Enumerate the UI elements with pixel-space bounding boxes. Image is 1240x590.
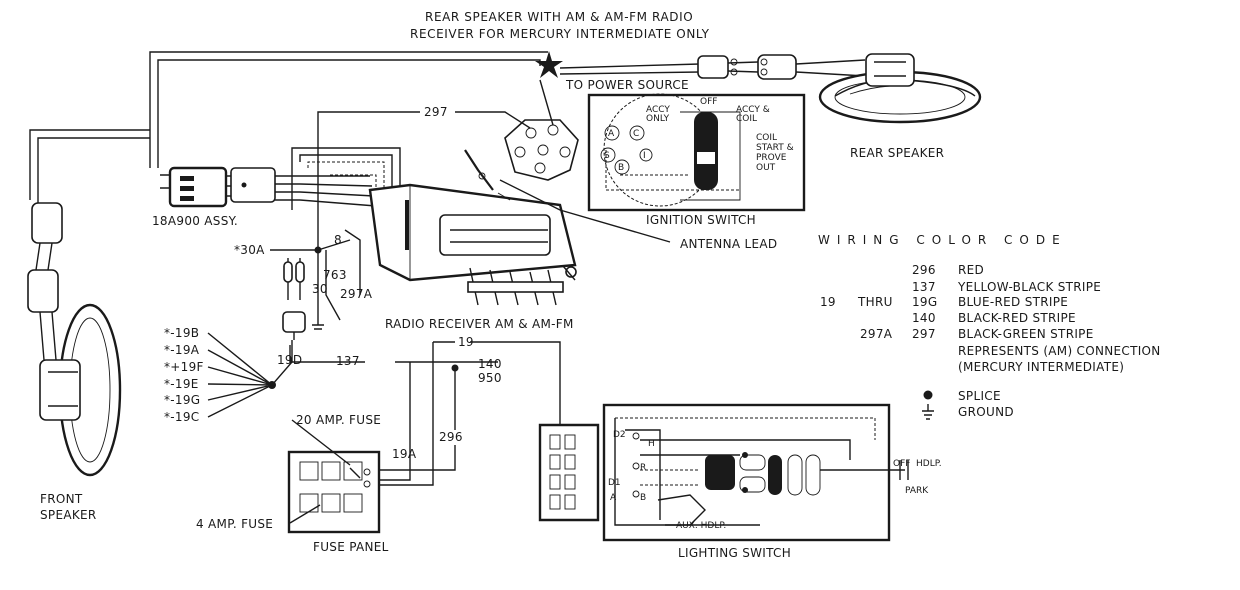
circuit-19a-label: *-19A xyxy=(164,343,200,357)
ignition-switch: S B A C I OFF ACCY ONLY ACCY & COIL COIL… xyxy=(587,93,806,212)
ign-terminal-c: C xyxy=(633,129,639,139)
feed-wires xyxy=(312,341,561,486)
cc-note-1: REPRESENTS (AM) CONNECTION xyxy=(958,344,1161,358)
lighting-connector xyxy=(538,423,600,522)
wire-297a-label: 297A xyxy=(340,287,373,301)
ign-terminal-i: I xyxy=(643,151,646,161)
ign-accy-only-label-1: ACCY xyxy=(646,105,670,115)
ign-terminal-b: B xyxy=(618,163,624,173)
ls-d1-label: D1 xyxy=(608,478,621,488)
wire-8-label: 8 xyxy=(334,233,342,247)
wire-137-label: 137 xyxy=(336,354,360,368)
radio-power-wires xyxy=(270,205,361,330)
ls-aux-hdlp-label: AUX. HDLP. xyxy=(676,521,726,531)
fuse-4-label: 4 AMP. FUSE xyxy=(196,517,273,531)
lighting-switch-label: LIGHTING SWITCH xyxy=(678,546,791,560)
assy-label: 18A900 ASSY. xyxy=(152,214,238,228)
ign-coil-label-1: COIL xyxy=(756,133,777,143)
cc-row5-to: 297 xyxy=(912,327,936,341)
diagram-title-line-1: REAR SPEAKER WITH AM & AM-FM RADIO xyxy=(425,10,693,24)
wire-297-label: 297 xyxy=(424,105,448,119)
rear-speaker xyxy=(818,53,982,124)
cc-row2-to: 137 xyxy=(912,280,936,294)
ignition-switch-label: IGNITION SWITCH xyxy=(646,213,756,227)
ign-accy-only-label-2: ONLY xyxy=(646,114,670,124)
ign-coil-label-2: START & xyxy=(756,143,794,153)
cc-row4-to: 140 xyxy=(912,311,936,325)
cc-row1-color: RED xyxy=(958,263,984,277)
rear-speaker-harness xyxy=(29,51,866,205)
antenna-lead-label: ANTENNA LEAD xyxy=(680,237,777,251)
circuit-19e-label: *-19E xyxy=(164,377,199,391)
cc-row2-color: YELLOW-BLACK STRIPE xyxy=(957,280,1101,294)
ls-a-label: A xyxy=(610,493,617,503)
radio-receiver-label: RADIO RECEIVER AM & AM-FM xyxy=(385,317,574,331)
wire-950-label: 950 xyxy=(478,371,502,385)
fuse-20-label: 20 AMP. FUSE xyxy=(296,413,381,427)
cc-row3-to: 19G xyxy=(912,295,937,309)
circuit-19b-label: *-19B xyxy=(164,326,199,340)
wire-19d-label: 19D xyxy=(277,353,302,367)
wire-19a-label: 19A xyxy=(392,447,417,461)
cc-row3-from: 19 xyxy=(820,295,836,309)
cc-splice-label: SPLICE xyxy=(958,389,1001,403)
cc-ground-label: GROUND xyxy=(958,405,1014,419)
ls-r-label: R xyxy=(640,463,646,473)
cc-row3-thru: THRU xyxy=(857,295,893,309)
color-code-title: WIRING COLOR CODE xyxy=(818,233,1067,247)
ls-park-label: PARK xyxy=(905,486,929,496)
splice-legend-icon xyxy=(923,390,933,400)
antenna-lead xyxy=(464,149,671,243)
cc-row3-color: BLUE-RED STRIPE xyxy=(958,295,1068,309)
front-circuit-fan xyxy=(207,311,312,418)
ground-legend-icon xyxy=(922,404,934,420)
ls-off-label: OFF xyxy=(893,459,910,469)
ignition-connector xyxy=(504,79,579,181)
wire-140-label: 140 xyxy=(478,357,502,371)
wire-30-label: 30 xyxy=(312,282,328,296)
ign-terminal-a: A xyxy=(608,129,615,139)
circuit-19f-label: *+19F xyxy=(164,360,204,374)
ls-b-label: B xyxy=(640,493,646,503)
cc-row1-to: 296 xyxy=(912,263,936,277)
rear-speaker-label: REAR SPEAKER xyxy=(850,146,944,160)
front-speaker xyxy=(27,202,122,477)
ign-terminal-s: S xyxy=(604,151,610,161)
ign-coil-label-4: OUT xyxy=(756,163,776,173)
fuse-panel-label: FUSE PANEL xyxy=(313,540,389,554)
ls-h-label: H xyxy=(648,439,655,449)
wire-763-label: 763 xyxy=(323,268,347,282)
ign-off-label: OFF xyxy=(700,97,717,107)
ls-d2-label: D2 xyxy=(613,430,626,440)
cc-row5-color: BLACK-GREEN STRIPE xyxy=(958,327,1094,341)
to-power-source-label: TO POWER SOURCE xyxy=(565,78,689,92)
ls-hdlp-label: HDLP. xyxy=(916,459,942,469)
front-speaker-label-1: FRONT xyxy=(40,492,83,506)
circuit-19g-label: *-19G xyxy=(164,393,200,407)
fuse-panel xyxy=(287,419,381,534)
cc-row5-thru: 297A xyxy=(860,327,893,341)
wire-296-label: 296 xyxy=(439,430,463,444)
circuit-19c-label: *-19C xyxy=(164,410,199,424)
am-connection-star-icon xyxy=(535,51,563,78)
lighting-switch: D2 D1 A R B H xyxy=(602,403,909,542)
cc-row4-color: BLACK-RED STRIPE xyxy=(958,311,1076,325)
wire-19-label: 19 xyxy=(458,335,474,349)
ign-accy-coil-label-1: ACCY & xyxy=(736,105,770,115)
wire-30a-label: *30A xyxy=(234,243,265,257)
ign-accy-coil-label-2: COIL xyxy=(736,114,757,124)
cc-note-2: (MERCURY INTERMEDIATE) xyxy=(958,360,1124,374)
diagram-title-line-2: RECEIVER FOR MERCURY INTERMEDIATE ONLY xyxy=(410,27,710,41)
radio-receiver xyxy=(368,183,577,306)
wiring-color-code: WIRING COLOR CODE 296 RED 137 YELLOW-BLA… xyxy=(818,233,1161,420)
ign-coil-label-3: PROVE xyxy=(756,153,787,163)
front-speaker-label-2: SPEAKER xyxy=(40,508,97,522)
connector-18a900 xyxy=(160,166,377,208)
